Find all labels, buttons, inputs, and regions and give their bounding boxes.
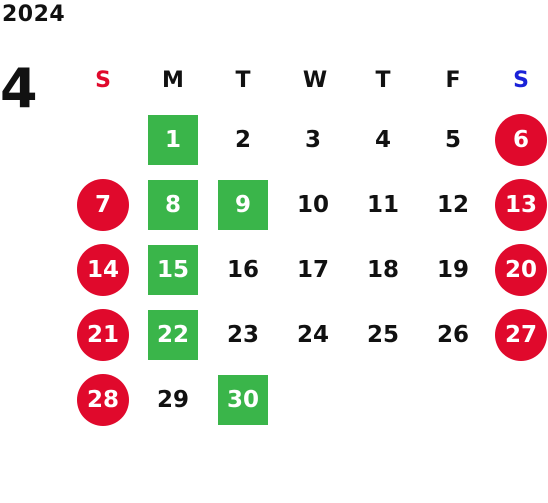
day-cell[interactable]: 23 xyxy=(226,322,259,348)
day-cell[interactable]: 8 xyxy=(148,180,198,230)
day-cell[interactable]: 28 xyxy=(77,374,129,426)
day-cell[interactable]: 17 xyxy=(296,257,329,283)
weekday-header: S M T W T F S xyxy=(68,55,548,107)
year-label: 2024 xyxy=(2,2,66,27)
weekday-saturday: S xyxy=(513,67,529,93)
day-cell[interactable]: 29 xyxy=(156,387,189,413)
weekday-wednesday: W xyxy=(302,67,328,93)
day-cell[interactable]: 2 xyxy=(234,127,251,153)
day-cell[interactable]: 14 xyxy=(77,244,129,296)
day-cell[interactable]: 5 xyxy=(444,127,461,153)
day-cell[interactable]: 6 xyxy=(495,114,547,166)
weekday-sunday: S xyxy=(95,67,111,93)
day-cell[interactable]: 11 xyxy=(366,192,399,218)
weekday-monday: M xyxy=(162,67,184,93)
week-row: 21 22 23 24 25 26 27 xyxy=(68,302,548,367)
day-cell[interactable]: 27 xyxy=(495,309,547,361)
day-cell[interactable]: 4 xyxy=(374,127,391,153)
day-cell[interactable]: 19 xyxy=(436,257,469,283)
day-cell[interactable]: 24 xyxy=(296,322,329,348)
day-cell[interactable]: 25 xyxy=(366,322,399,348)
week-row: 14 15 16 17 18 19 20 xyxy=(68,237,548,302)
day-cell[interactable]: 20 xyxy=(495,244,547,296)
week-row: 28 29 30 xyxy=(68,367,548,432)
day-cell[interactable]: 16 xyxy=(226,257,259,283)
weekday-friday: F xyxy=(445,67,461,93)
day-cell[interactable]: 3 xyxy=(304,127,321,153)
day-cell[interactable]: 26 xyxy=(436,322,469,348)
weekday-tuesday: T xyxy=(235,67,251,93)
day-cell[interactable]: 1 xyxy=(148,115,198,165)
day-cell[interactable]: 12 xyxy=(436,192,469,218)
day-cell[interactable]: 9 xyxy=(218,180,268,230)
day-cell[interactable]: 13 xyxy=(495,179,547,231)
day-cell[interactable]: 18 xyxy=(366,257,399,283)
day-cell[interactable]: 7 xyxy=(77,179,129,231)
month-label: 4 xyxy=(0,57,38,120)
week-row: 1 2 3 4 5 6 xyxy=(68,107,548,172)
day-cell[interactable]: 21 xyxy=(77,309,129,361)
day-cell[interactable]: 15 xyxy=(148,245,198,295)
day-cell[interactable]: 30 xyxy=(218,375,268,425)
weekday-thursday: T xyxy=(375,67,391,93)
day-cell[interactable]: 10 xyxy=(296,192,329,218)
day-cell[interactable]: 22 xyxy=(148,310,198,360)
